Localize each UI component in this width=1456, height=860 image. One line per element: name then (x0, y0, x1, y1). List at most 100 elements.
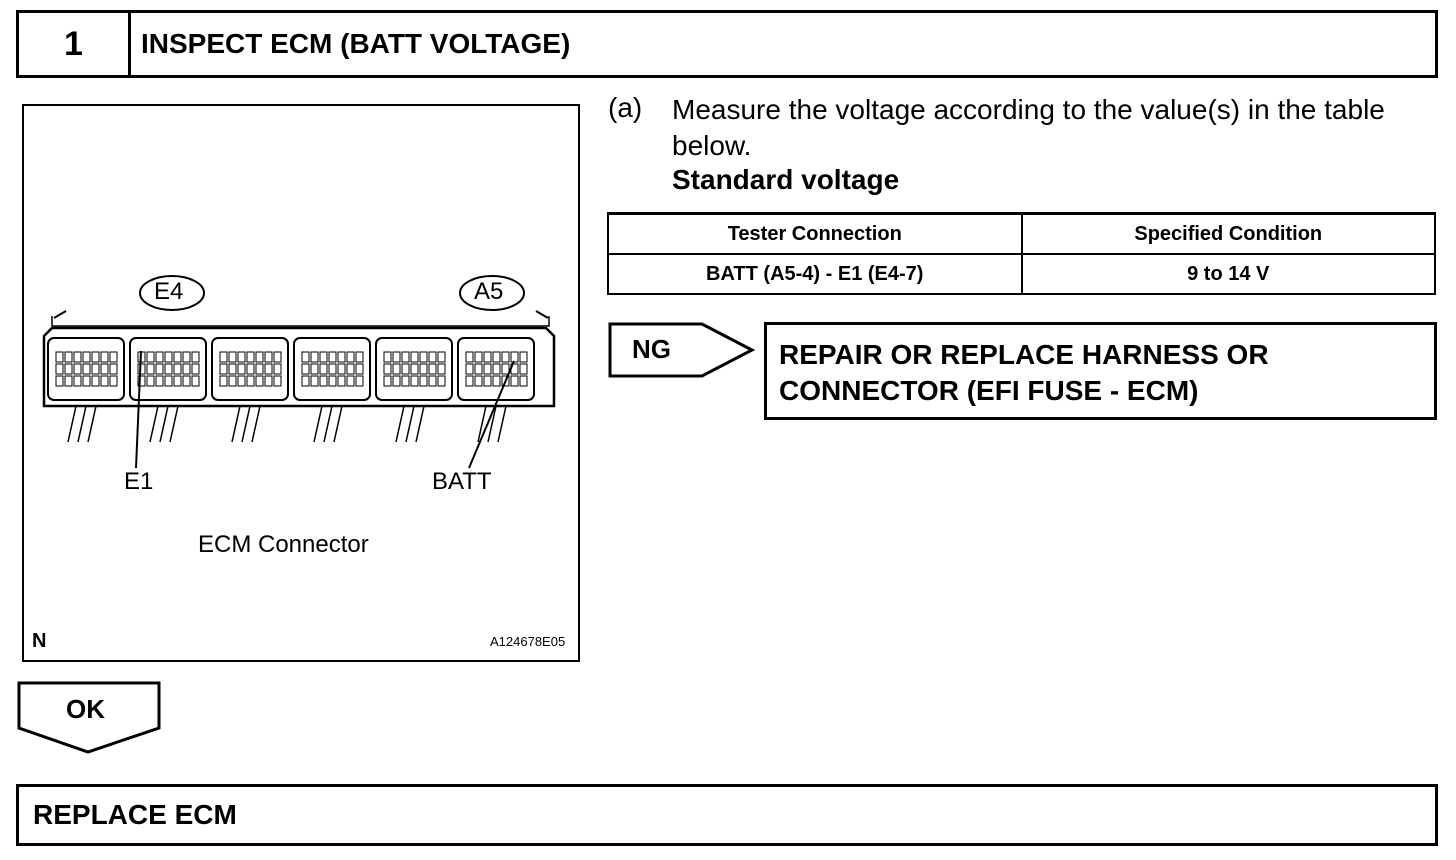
connector-pin (173, 363, 182, 375)
connector-pin (55, 351, 64, 363)
connector-pin (501, 363, 510, 375)
connector-pin (355, 375, 364, 387)
connector-pin (483, 363, 492, 375)
connector-wire (415, 405, 425, 443)
connector-pin (82, 363, 91, 375)
connector-pin (246, 375, 255, 387)
connector-label-e4: E4 (154, 278, 184, 305)
connector-pin (219, 363, 228, 375)
ecm-connector-figure: E4 A5 E1 BATT ECM Connector N A124678E05 (22, 104, 580, 662)
connector-pin (228, 375, 237, 387)
connector-pin (237, 363, 246, 375)
connector-pin (355, 363, 364, 375)
connector-pin (273, 351, 282, 363)
connector-wire (241, 405, 251, 443)
connector-pin (91, 375, 100, 387)
ng-result-line-2: CONNECTOR (EFI FUSE - ECM) (779, 375, 1199, 406)
connector-pin (319, 363, 328, 375)
connector-wire (497, 405, 507, 443)
connector-pin (410, 351, 419, 363)
connector-pin (273, 375, 282, 387)
connector-pin (328, 363, 337, 375)
connector-pin (337, 363, 346, 375)
connector-pin (55, 375, 64, 387)
connector-pin (109, 375, 118, 387)
connector-pin (483, 375, 492, 387)
instruction-text: Measure the voltage according to the val… (672, 94, 1385, 161)
connector-pin (173, 351, 182, 363)
connector-pin (264, 351, 273, 363)
connector-pin (465, 351, 474, 363)
connector-pin (337, 351, 346, 363)
connector-pin (137, 363, 146, 375)
connector-pin (510, 351, 519, 363)
connector-pin (237, 351, 246, 363)
connector-pin (228, 351, 237, 363)
table-header-row: Tester Connection Specified Condition (607, 212, 1436, 255)
connector-wire (159, 405, 169, 443)
connector-pin (428, 363, 437, 375)
connector-pin (155, 351, 164, 363)
ng-label: NG (632, 334, 671, 364)
final-action-box: REPLACE ECM (16, 784, 1438, 846)
connector-segment (293, 337, 371, 401)
connector-pin (73, 375, 82, 387)
pin-label-e1: E1 (124, 468, 154, 495)
connector-pin (328, 375, 337, 387)
connector-pin (355, 351, 364, 363)
connector-pin (474, 351, 483, 363)
connector-pin (337, 375, 346, 387)
connector-pin (319, 351, 328, 363)
connector-pin (191, 363, 200, 375)
table-cell-connection: BATT (A5-4) - E1 (E4-7) (607, 253, 1023, 295)
connector-pin (100, 363, 109, 375)
connector-pin (146, 351, 155, 363)
connector-segment (211, 337, 289, 401)
connector-pin (64, 375, 73, 387)
connector-pin (437, 351, 446, 363)
connector-pin (392, 375, 401, 387)
connector-pin (492, 351, 501, 363)
connector-pin (301, 363, 310, 375)
connector-pin (465, 363, 474, 375)
connector-pin (383, 351, 392, 363)
connector-label-a5: A5 (474, 278, 504, 305)
connector-pin (392, 363, 401, 375)
connector-pin (301, 375, 310, 387)
connector-pin (100, 375, 109, 387)
connector-pin (91, 351, 100, 363)
connector-pin (191, 351, 200, 363)
connector-pin (109, 363, 118, 375)
connector-wire (477, 405, 487, 443)
connector-pin (492, 375, 501, 387)
connector-pin (428, 375, 437, 387)
connector-pin (264, 375, 273, 387)
connector-pin (401, 363, 410, 375)
step-header: 1 INSPECT ECM (BATT VOLTAGE) (16, 10, 1438, 78)
connector-wire (333, 405, 343, 443)
connector-pin (346, 363, 355, 375)
connector-pin (164, 363, 173, 375)
connector-pin (246, 363, 255, 375)
connector-pin (219, 375, 228, 387)
connector-pin (109, 351, 118, 363)
connector-pin (246, 351, 255, 363)
connector-segment (375, 337, 453, 401)
connector-pin (255, 375, 264, 387)
connector-pin (73, 351, 82, 363)
connector-pin (164, 375, 173, 387)
connector-pin (237, 375, 246, 387)
connector-pin (155, 363, 164, 375)
ng-arrow-icon (608, 322, 756, 378)
connector-pin (419, 375, 428, 387)
connector-pin (437, 363, 446, 375)
connector-pin (310, 363, 319, 375)
connector-pin (73, 363, 82, 375)
connector-pin (82, 351, 91, 363)
connector-pin (383, 363, 392, 375)
connector-pin (419, 363, 428, 375)
connector-pin (319, 375, 328, 387)
table-header-tester: Tester Connection (607, 212, 1023, 255)
connector-pin (510, 375, 519, 387)
connector-pin (55, 363, 64, 375)
